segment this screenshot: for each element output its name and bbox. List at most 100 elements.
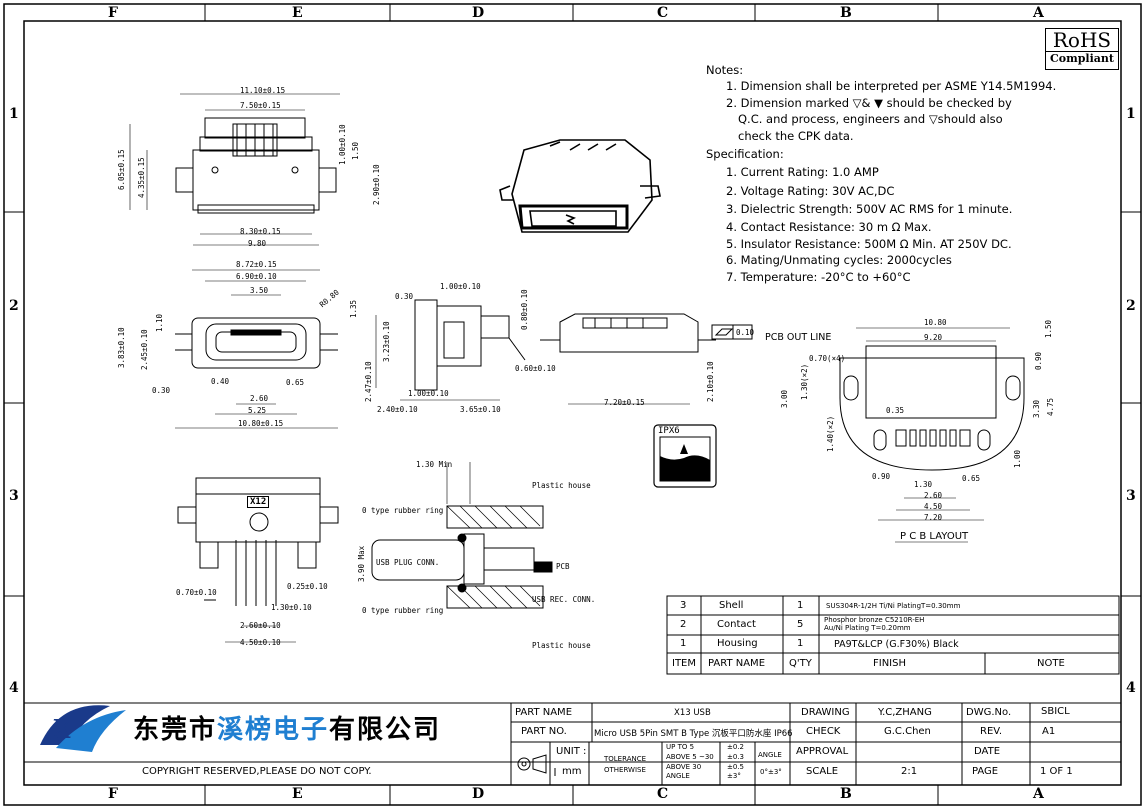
dim-front-14: 10.80±0.15 — [238, 419, 284, 428]
rohs-badge: RoHS Compliant — [1045, 28, 1119, 70]
approval-label: APPROVAL — [796, 746, 849, 757]
dim-side-2: 0.30 — [395, 292, 414, 301]
pcb-dim-10: 4.75 — [1046, 397, 1055, 416]
pcb-dim-3: 0.70(×4) — [809, 354, 846, 363]
row-left-1: 1 — [9, 106, 19, 122]
row-right-3: 3 — [1126, 488, 1136, 504]
spec-3: 3. Dielectric Strength: 500V AC RMS for … — [726, 202, 1013, 217]
spec-1: 1. Current Rating: 1.0 AMP — [726, 165, 879, 180]
rev-label: REV. — [980, 726, 1002, 737]
zone-top-f: F — [108, 5, 118, 21]
bom-header-finish: FINISH — [873, 658, 906, 669]
tolv-4: ±3° — [727, 772, 741, 780]
tolv-1: ±0.2 — [727, 743, 744, 751]
zone-bottom-a: A — [1033, 786, 1044, 802]
company-prefix: 东莞市 — [133, 715, 218, 745]
dim-top-3: 8.30±0.15 — [240, 227, 281, 236]
dim-top-1: 11.10±0.15 — [240, 86, 286, 95]
dim-side-1: 1.00±0.10 — [440, 282, 481, 291]
dim-pcbside-3: 2.10±0.10 — [706, 361, 715, 402]
dim-top-4: 9.80 — [248, 239, 267, 248]
logo-mark: X — [40, 705, 126, 752]
bottom-dim-1: 0.70±0.10 — [176, 588, 217, 597]
row-left-2: 2 — [9, 298, 19, 314]
bom-row1-name: Housing — [717, 638, 758, 649]
pcb-dim-15: 0.65 — [962, 474, 981, 483]
ipx-label: IPX6 — [658, 426, 680, 436]
bom-header-note: NOTE — [1037, 658, 1065, 669]
section-4: 3.90 Max — [357, 545, 366, 582]
unit-label: UNIT : — [556, 746, 587, 757]
unit-value: mm — [562, 766, 582, 777]
dim-pcbside-1: 0.10 — [736, 328, 755, 337]
dim-front-12: 2.60 — [250, 394, 269, 403]
dim-side-6: 1.00±0.10 — [408, 389, 449, 398]
note-2-line3: check the CPK data. — [738, 128, 854, 143]
copyright: COPYRIGHT RESERVED,PLEASE DO NOT COPY. — [142, 766, 372, 777]
part-name: X13 USB — [674, 708, 711, 718]
bom-header-name: PART NAME — [708, 658, 766, 669]
pcb-dim-5: 0.90 — [1034, 351, 1043, 370]
dim-top-v1: 6.05±0.15 — [117, 149, 126, 190]
pcb-dim-14: 1.30 — [914, 480, 933, 489]
tol-2: ABOVE 5 ~30 — [666, 753, 714, 761]
section-8: USB REC. CONN. — [532, 595, 596, 604]
bom-row3-qty: 1 — [797, 600, 804, 611]
tolv-2: ±0.3 — [727, 753, 744, 761]
bom-row2-qty: 5 — [797, 619, 804, 630]
note-2b: & — [861, 95, 871, 110]
zone-bottom-b: B — [840, 786, 852, 802]
section-5: USB PLUG CONN. — [376, 558, 440, 567]
note-2: 2. Dimension marked ▽& ▼ should be check… — [706, 95, 1056, 111]
section-1: 1.30 Min — [416, 460, 453, 469]
note-1: 1. Dimension shall be interpreted per AS… — [726, 79, 1057, 94]
date-label: DATE — [974, 746, 1001, 757]
tolv-3: ±0.5 — [727, 763, 744, 771]
dim-front-6: 1.10 — [155, 313, 164, 332]
dim-front-7: 3.83±0.10 — [117, 327, 126, 368]
triangle-hollow-icon: ▽ — [852, 95, 862, 110]
pcb-layout-caption: P C B LAYOUT — [900, 531, 969, 542]
bom-row1-item: 1 — [680, 638, 687, 649]
note-2-line2: Q.C. and process, engineers and ▽should … — [706, 111, 1056, 127]
check-value: G.C.Chen — [884, 726, 931, 737]
page-value: 1 OF 1 — [1040, 766, 1073, 777]
scale-value: 2:1 — [901, 766, 918, 777]
dim-front-9: 0.40 — [211, 377, 230, 386]
dim-front-2: 6.90±0.10 — [236, 272, 277, 281]
pcb-dim-16: 2.60 — [924, 491, 943, 500]
bottom-mark: X12 — [247, 496, 270, 508]
dim-side-7: 2.40±0.10 — [377, 405, 418, 414]
spec-5: 5. Insulator Resistance: 500M Ω Min. AT … — [726, 237, 1012, 252]
svg-text:X: X — [50, 715, 74, 745]
bom-header-qty: Q'TY — [789, 658, 812, 669]
pcb-dim-11: 1.40(×2) — [826, 415, 835, 452]
dim-front-13: 5.25 — [248, 406, 267, 415]
dim-front-11: 0.30 — [152, 386, 171, 395]
zone-top-c: C — [657, 5, 669, 21]
dwg-value: SBICL — [1041, 706, 1070, 717]
dim-top-v4: 1.50 — [351, 141, 360, 160]
pcb-dim-17: 4.50 — [924, 502, 943, 511]
bom-row2-finish: Phosphor bronze C5210R-EH Au/Ni Plating … — [824, 616, 925, 632]
bom-row1-qty: 1 — [797, 638, 804, 649]
pcb-dim-7: 1.30(×2) — [800, 363, 809, 400]
note-2c: should be checked by — [886, 95, 1012, 110]
angle-value: 0°±3° — [760, 768, 782, 776]
row-right-2: 2 — [1126, 298, 1136, 314]
drawing-label: DRAWING — [801, 707, 850, 718]
triangle-filled-icon: ▼ — [874, 95, 884, 110]
row-left-4: 4 — [9, 680, 19, 696]
dim-pcbside-4: 7.20±0.15 — [604, 398, 645, 407]
bom-row3-item: 3 — [680, 600, 687, 611]
zone-bottom-d: D — [472, 786, 485, 802]
dim-front-8: 2.45±0.10 — [140, 329, 149, 370]
dim-side-3: 0.80±0.10 — [520, 289, 529, 330]
section-2: Plastic house — [532, 481, 591, 490]
tolerance-label-2: OTHERWISE — [604, 766, 646, 774]
angle-label: ANGLE — [758, 751, 782, 759]
pcb-dim-6: 3.00 — [780, 389, 789, 408]
pcb-dim-13: 0.90 — [872, 472, 891, 481]
bottom-dim-4: 2.60±0.10 — [240, 621, 281, 630]
section-7: 0 type rubber ring — [362, 606, 444, 615]
